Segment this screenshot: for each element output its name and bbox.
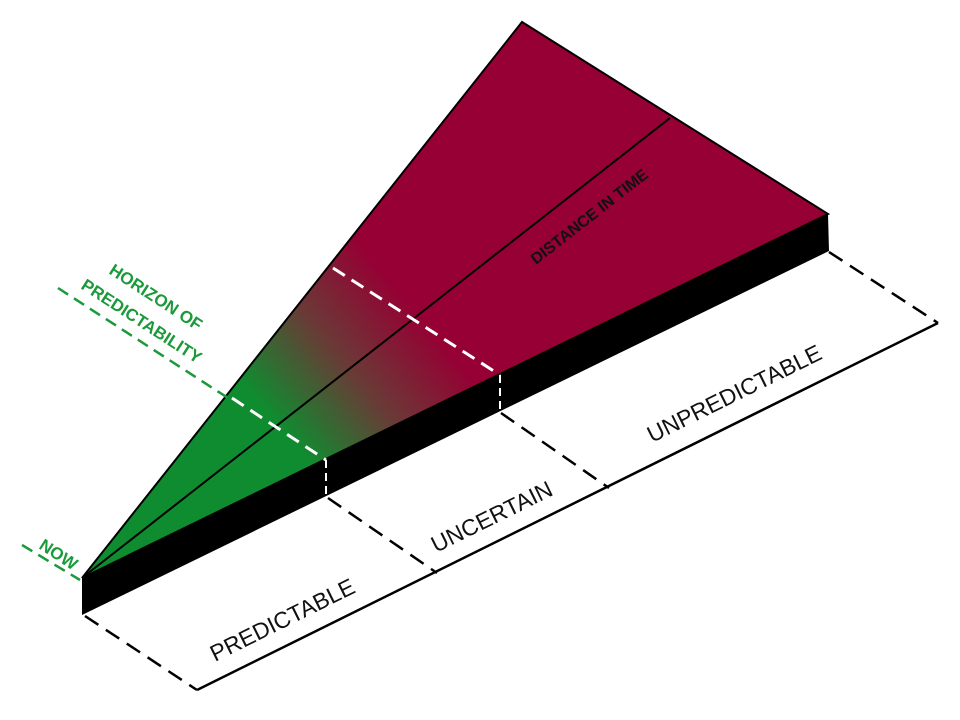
horizon-marker-line <box>57 286 229 400</box>
horizon-dash-2 <box>332 266 501 377</box>
wedge-surface <box>81 20 831 579</box>
ground-projection <box>84 250 939 692</box>
time-axis-line <box>81 117 671 579</box>
horizon-dash-1 <box>231 396 327 462</box>
slab-side <box>82 214 829 615</box>
now-marker-line <box>21 543 81 582</box>
